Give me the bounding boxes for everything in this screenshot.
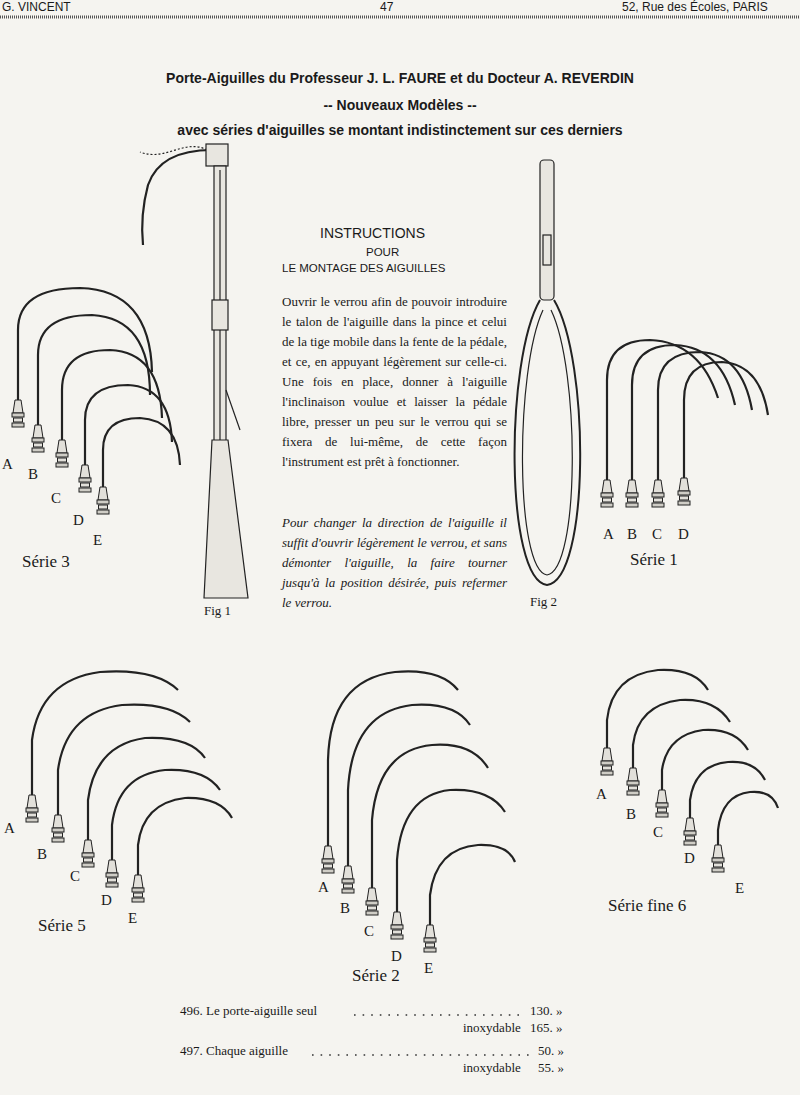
running-header: G. VINCENT bbox=[2, 1, 71, 15]
catalog-item: 496. Le porte-aiguille seul bbox=[180, 1004, 317, 1019]
needle-letter: A bbox=[2, 456, 13, 473]
needle-letter: E bbox=[735, 880, 744, 897]
needle-letter: A bbox=[318, 879, 329, 896]
needle-letter: C bbox=[364, 923, 374, 940]
page-number: 47 bbox=[380, 1, 393, 15]
variant-label: inoxydable bbox=[463, 1061, 521, 1076]
series-label: Série 2 bbox=[352, 966, 400, 986]
needle-letter: E bbox=[424, 960, 433, 977]
series-label: Série 3 bbox=[22, 552, 70, 572]
needle-letter: D bbox=[678, 526, 689, 543]
needle-letter: B bbox=[626, 806, 636, 823]
needle-letter: B bbox=[37, 846, 47, 863]
needle-letter: C bbox=[51, 490, 61, 507]
series-label: Série 1 bbox=[630, 550, 678, 570]
instructions-text: Ouvrir le verrou afin de pouvoir introdu… bbox=[282, 292, 507, 472]
needle-letter: C bbox=[70, 868, 80, 885]
needle-letter: B bbox=[627, 526, 637, 543]
needle-letter: D bbox=[101, 892, 112, 909]
needle-letter: B bbox=[28, 466, 38, 483]
instructions-text: Pour changer la direction de l'aiguille … bbox=[282, 513, 507, 613]
instructions-heading: POUR bbox=[366, 246, 399, 259]
needle-letter: D bbox=[73, 512, 84, 529]
needle-letter: B bbox=[340, 900, 350, 917]
variant-label: inoxydable bbox=[463, 1021, 521, 1036]
page-title: Porte-Aiguilles du Professeur J. L. FAUR… bbox=[0, 70, 800, 86]
price: 55. » bbox=[538, 1061, 564, 1076]
price: 50. » bbox=[538, 1044, 564, 1059]
figure-label: Fig 1 bbox=[204, 604, 231, 619]
subtitle: -- Nouveaux Modèles -- bbox=[0, 97, 800, 113]
needle-letter: A bbox=[596, 786, 607, 803]
needle-letter: E bbox=[93, 532, 102, 549]
figure-label: Fig 2 bbox=[530, 595, 557, 610]
needle-letter: E bbox=[128, 910, 137, 927]
needle-letter: D bbox=[684, 850, 695, 867]
instructions-heading: LE MONTAGE DES AIGUILLES bbox=[282, 262, 445, 275]
price: 130. » bbox=[530, 1004, 563, 1019]
series-label: Série fine 6 bbox=[608, 896, 686, 916]
needle-letter: C bbox=[653, 824, 663, 841]
catalog-item: 497. Chaque aiguille bbox=[180, 1044, 288, 1059]
running-header: 52, Rue des Écoles, PARIS bbox=[622, 1, 768, 15]
needle-letter: A bbox=[603, 526, 614, 543]
instructions-heading: INSTRUCTIONS bbox=[320, 225, 425, 241]
series-label: Série 5 bbox=[38, 916, 86, 936]
needle-letter: C bbox=[652, 526, 662, 543]
price: 165. » bbox=[530, 1021, 563, 1036]
needle-letter: A bbox=[4, 820, 15, 837]
needle-letter: D bbox=[391, 948, 402, 965]
subtitle: avec séries d'aiguilles se montant indis… bbox=[0, 122, 800, 138]
